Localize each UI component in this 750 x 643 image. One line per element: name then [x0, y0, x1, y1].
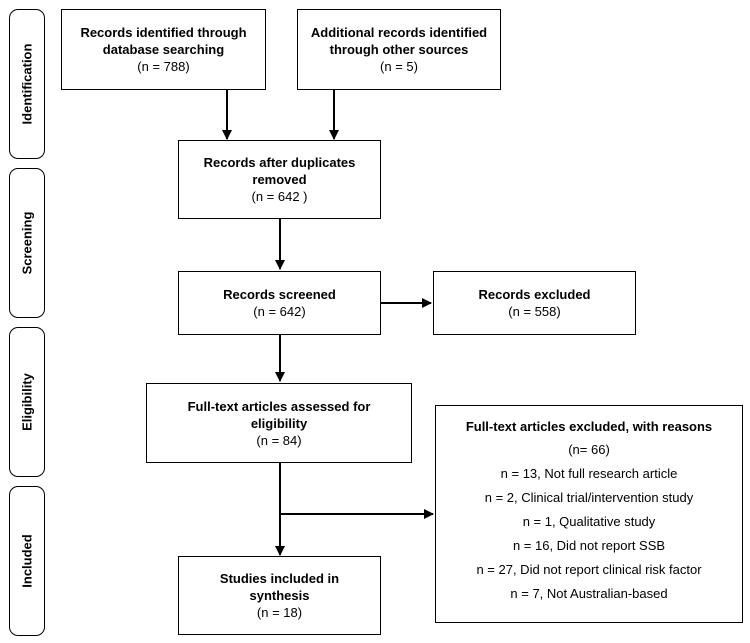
records-screened-title: Records screened: [223, 287, 336, 302]
phase-screening-label: Screening: [19, 211, 35, 275]
exclusion-reason: n = 16, Did not report SSB: [512, 538, 666, 553]
phase-identification-label: Identification: [19, 43, 35, 125]
other-sources-title-1: Additional records identified: [310, 25, 488, 40]
exclusion-reason: n = 7, Not Australian-based: [510, 586, 668, 601]
phase-screening: Screening: [9, 168, 45, 318]
fulltext-assessed-title-1: Full-text articles assessed for: [187, 398, 371, 414]
database-search-title-2: database searching: [102, 42, 225, 57]
phase-included: Included: [9, 486, 45, 636]
other-sources-count: (n = 5): [380, 59, 418, 74]
exclusion-reason: n = 27, Did not report clinical risk fac…: [476, 562, 702, 577]
box-other-sources: Additional records identified through ot…: [297, 9, 501, 90]
box-records-excluded: Records excluded (n = 558): [433, 271, 636, 335]
after-duplicates-title-1: Records after duplicates: [203, 155, 356, 170]
exclusion-reason: n = 13, Not full research article: [500, 466, 678, 481]
phase-eligibility-label: Eligibility: [19, 373, 35, 431]
studies-included-count: (n = 18): [256, 605, 303, 620]
phase-identification: Identification: [9, 9, 45, 159]
fulltext-assessed-count: (n = 84): [256, 432, 302, 448]
phase-included-label: Included: [19, 534, 35, 588]
fulltext-assessed-title-2: eligibility: [250, 415, 308, 431]
database-search-title-1: Records identified through: [80, 25, 247, 40]
phase-eligibility: Eligibility: [9, 327, 45, 477]
database-search-count: (n = 788): [137, 59, 190, 74]
after-duplicates-count: (n = 642 ): [251, 189, 308, 204]
records-excluded-count: (n = 558): [508, 304, 561, 319]
box-fulltext-excluded: Full-text articles excluded, with reason…: [435, 405, 743, 623]
studies-included-title-2: synthesis: [249, 588, 310, 603]
after-duplicates-title-2: removed: [252, 172, 307, 187]
box-fulltext-assessed: Full-text articles assessed for eligibil…: [146, 383, 412, 463]
box-studies-included: Studies included in synthesis (n = 18): [178, 556, 381, 635]
records-screened-count: (n = 642): [253, 304, 306, 319]
exclusion-reason: n = 2, Clinical trial/intervention study: [484, 490, 694, 505]
studies-included-title-1: Studies included in: [219, 571, 340, 586]
fulltext-excluded-count: (n= 66): [568, 442, 610, 457]
box-after-duplicates: Records after duplicates removed (n = 64…: [178, 140, 381, 219]
records-excluded-title: Records excluded: [478, 287, 591, 302]
exclusion-reason: n = 1, Qualitative study: [522, 514, 656, 529]
fulltext-excluded-title: Full-text articles excluded, with reason…: [465, 419, 713, 434]
other-sources-title-2: through other sources: [329, 42, 469, 57]
box-records-screened: Records screened (n = 642): [178, 271, 381, 335]
box-database-search: Records identified through database sear…: [61, 9, 266, 90]
